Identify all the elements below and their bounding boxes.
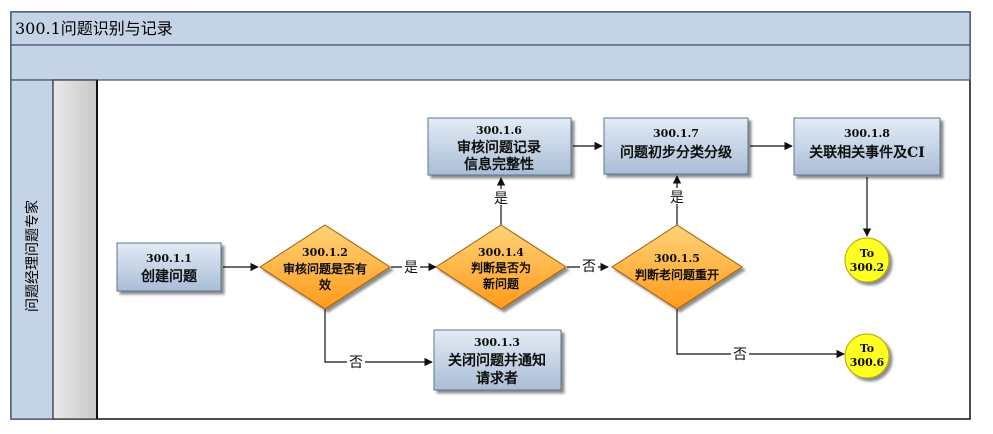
- title-bar: [10, 11, 971, 46]
- edge-label-yes-115-117: 是: [670, 190, 684, 206]
- decision-id: 300.1.5: [654, 252, 700, 265]
- connector-label-line-2: 300.6: [850, 356, 885, 369]
- edge-label-no-114-115: 否: [582, 259, 596, 275]
- process-label-line-1: 关闭问题并通知: [448, 352, 546, 369]
- lane-header: [10, 79, 54, 420]
- decision-id: 300.1.2: [302, 246, 348, 259]
- decision-label-line-2: 效: [319, 277, 332, 292]
- decision-label-line-1: 判断是否为: [471, 260, 531, 275]
- offpage-connector-300-2[interactable]: To 300.2: [844, 237, 890, 283]
- decision-label-line-2: 新问题: [483, 276, 520, 291]
- connector-label-line-2: 300.2: [850, 261, 884, 274]
- decision-id: 300.1.4: [478, 246, 524, 259]
- edge-label-yes-114-116: 是: [494, 191, 508, 207]
- page-title: 300.1问题识别与记录: [15, 19, 173, 38]
- process-300-1-6[interactable]: 300.1.6 审核问题记录 信息完整性: [427, 117, 572, 176]
- decision-300-1-2[interactable]: 300.1.2 审核问题是否有 效: [259, 224, 391, 310]
- edge-112-113: [324, 309, 433, 367]
- process-300-1-1[interactable]: 300.1.1 创建问题: [116, 242, 222, 292]
- process-id: 300.1.8: [844, 127, 890, 140]
- offpage-connector-300-6[interactable]: To 300.6: [844, 333, 890, 379]
- process-label: 创建问题: [140, 268, 198, 285]
- process-label-line-1: 审核问题记录: [457, 139, 541, 156]
- process-300-1-7[interactable]: 300.1.7 问题初步分类分级: [603, 117, 749, 175]
- edge-label-yes-112-114: 是: [404, 260, 418, 276]
- process-id: 300.1.3: [474, 336, 520, 349]
- decision-300-1-4[interactable]: 300.1.4 判断是否为 新问题: [435, 224, 567, 310]
- process-id: 300.1.6: [476, 124, 522, 137]
- decision-300-1-5[interactable]: 300.1.5 判断老问题重开: [611, 224, 743, 310]
- decision-label-line-1: 审核问题是否有: [283, 261, 367, 276]
- header-band: [10, 44, 971, 81]
- lane-label: 问题经理问题专家: [24, 200, 41, 312]
- process-300-1-3[interactable]: 300.1.3 关闭问题并通知 请求者: [433, 329, 562, 391]
- lane-separator-column: [52, 79, 98, 420]
- decision-label: 判断老问题重开: [635, 267, 719, 282]
- connector-label-line-1: To: [860, 342, 874, 355]
- edge-labels: 是 否 是 否 是 否: [347, 188, 749, 371]
- process-id: 300.1.7: [653, 127, 699, 140]
- process-label-line-2: 请求者: [476, 370, 518, 387]
- edge-label-no-112-113: 否: [349, 355, 363, 371]
- process-label: 关联相关事件及CI: [809, 144, 925, 161]
- process-id: 300.1.1: [146, 252, 192, 265]
- process-300-1-8[interactable]: 300.1.8 关联相关事件及CI: [793, 117, 941, 176]
- connector-label-line-1: To: [860, 247, 874, 260]
- edge-115-c2: [676, 309, 845, 359]
- edge-label-no-115-c2: 否: [733, 347, 747, 363]
- process-label: 问题初步分类分级: [620, 144, 733, 161]
- process-label-line-2: 信息完整性: [464, 156, 534, 173]
